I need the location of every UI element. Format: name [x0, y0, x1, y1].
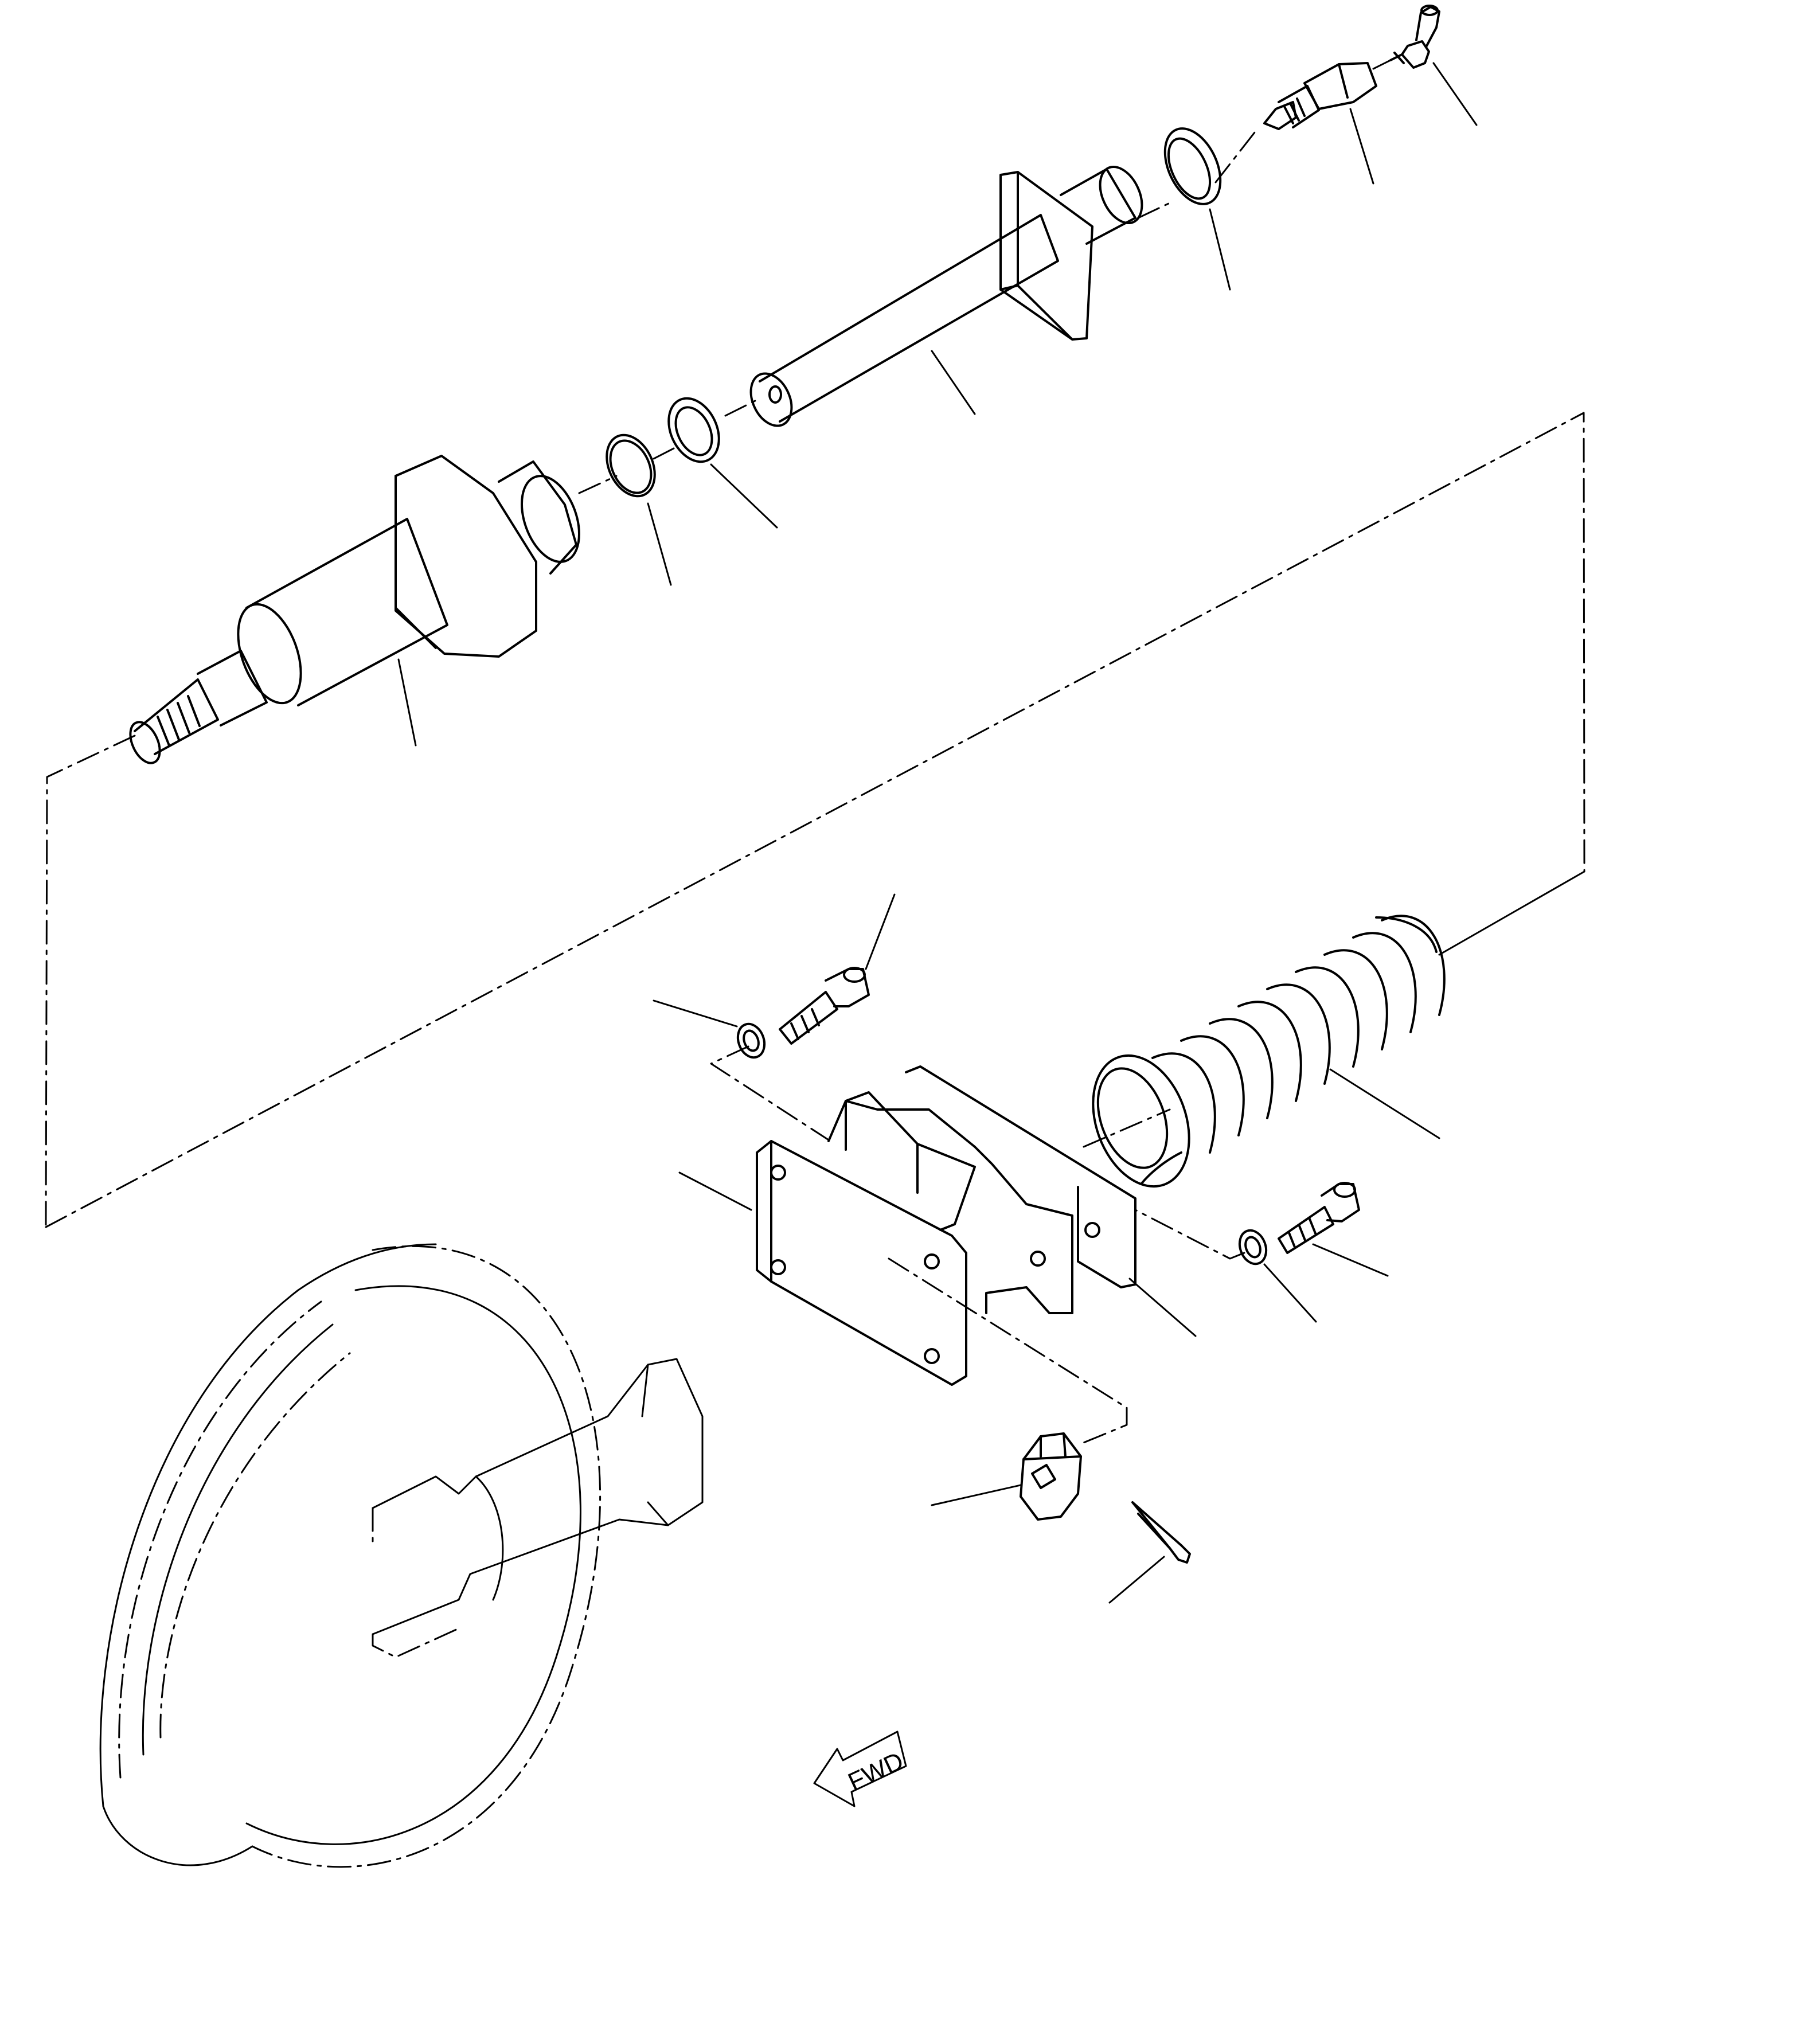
- assembly-line-diagonal: [45, 412, 1585, 1228]
- fwd-arrow-icon: [813, 1731, 907, 1807]
- leader-fitting-adapter: [1349, 108, 1374, 185]
- leader-lock-washer-upper: [653, 999, 738, 1028]
- assembly-line-left-leg: [45, 735, 136, 1228]
- castle-nut-icon: [1020, 1432, 1082, 1521]
- axis-upper-2: [653, 447, 675, 460]
- o-ring-upper-icon: [1163, 127, 1222, 205]
- grease-fitting-icon: [1389, 5, 1440, 69]
- axis-upper-4: [1137, 202, 1171, 219]
- o-ring-lower-icon: [606, 433, 656, 498]
- leader-cap-screw-lower: [1312, 1243, 1389, 1277]
- cotter-pin-icon: [1131, 1501, 1191, 1564]
- cap-screw-upper-icon: [779, 967, 870, 1045]
- axis-spring: [1438, 870, 1585, 956]
- axis-spring-center: [1083, 1108, 1171, 1148]
- axis-bolt-lower: [1134, 1209, 1245, 1260]
- leader-backup-ring: [710, 463, 778, 529]
- axis-bolt-upper: [710, 1045, 830, 1141]
- axis-upper-6: [1372, 59, 1392, 70]
- assembly-lines: [45, 59, 1585, 1446]
- leader-cap-screw-upper: [865, 893, 896, 970]
- fitting-adapter-icon: [1263, 62, 1377, 130]
- leader-recoil-cylinder: [397, 658, 417, 747]
- yoke-bracket-icon: [756, 1065, 1136, 1386]
- cap-screw-lower-icon: [1278, 1182, 1360, 1254]
- leader-piston-rod: [931, 350, 976, 415]
- leader-guide-plate: [1128, 1278, 1197, 1337]
- axis-upper-3: [724, 397, 761, 417]
- leader-lock-washer-lower: [1263, 1263, 1317, 1323]
- lock-washer-upper-icon: [736, 1022, 766, 1059]
- axis-upper-5: [1214, 126, 1260, 183]
- idler-wheel-icon: [99, 1243, 704, 1868]
- leader-cotter-pin: [1108, 1556, 1165, 1604]
- leader-yoke-bracket: [678, 1171, 752, 1211]
- piston-rod-icon: [749, 165, 1143, 427]
- backup-ring-icon: [667, 397, 720, 463]
- axis-nut: [888, 1257, 1128, 1446]
- leader-o-ring-lower: [647, 502, 672, 586]
- recoil-spring-icon: [1092, 915, 1446, 1188]
- recoil-cylinder-icon: [129, 455, 580, 764]
- axis-upper-1: [578, 475, 618, 494]
- leader-recoil-spring: [1329, 1068, 1440, 1139]
- leader-grease-fitting: [1432, 62, 1478, 126]
- leader-castle-nut: [931, 1484, 1022, 1506]
- leader-o-ring-upper: [1209, 208, 1231, 291]
- lock-washer-lower-icon: [1238, 1229, 1268, 1265]
